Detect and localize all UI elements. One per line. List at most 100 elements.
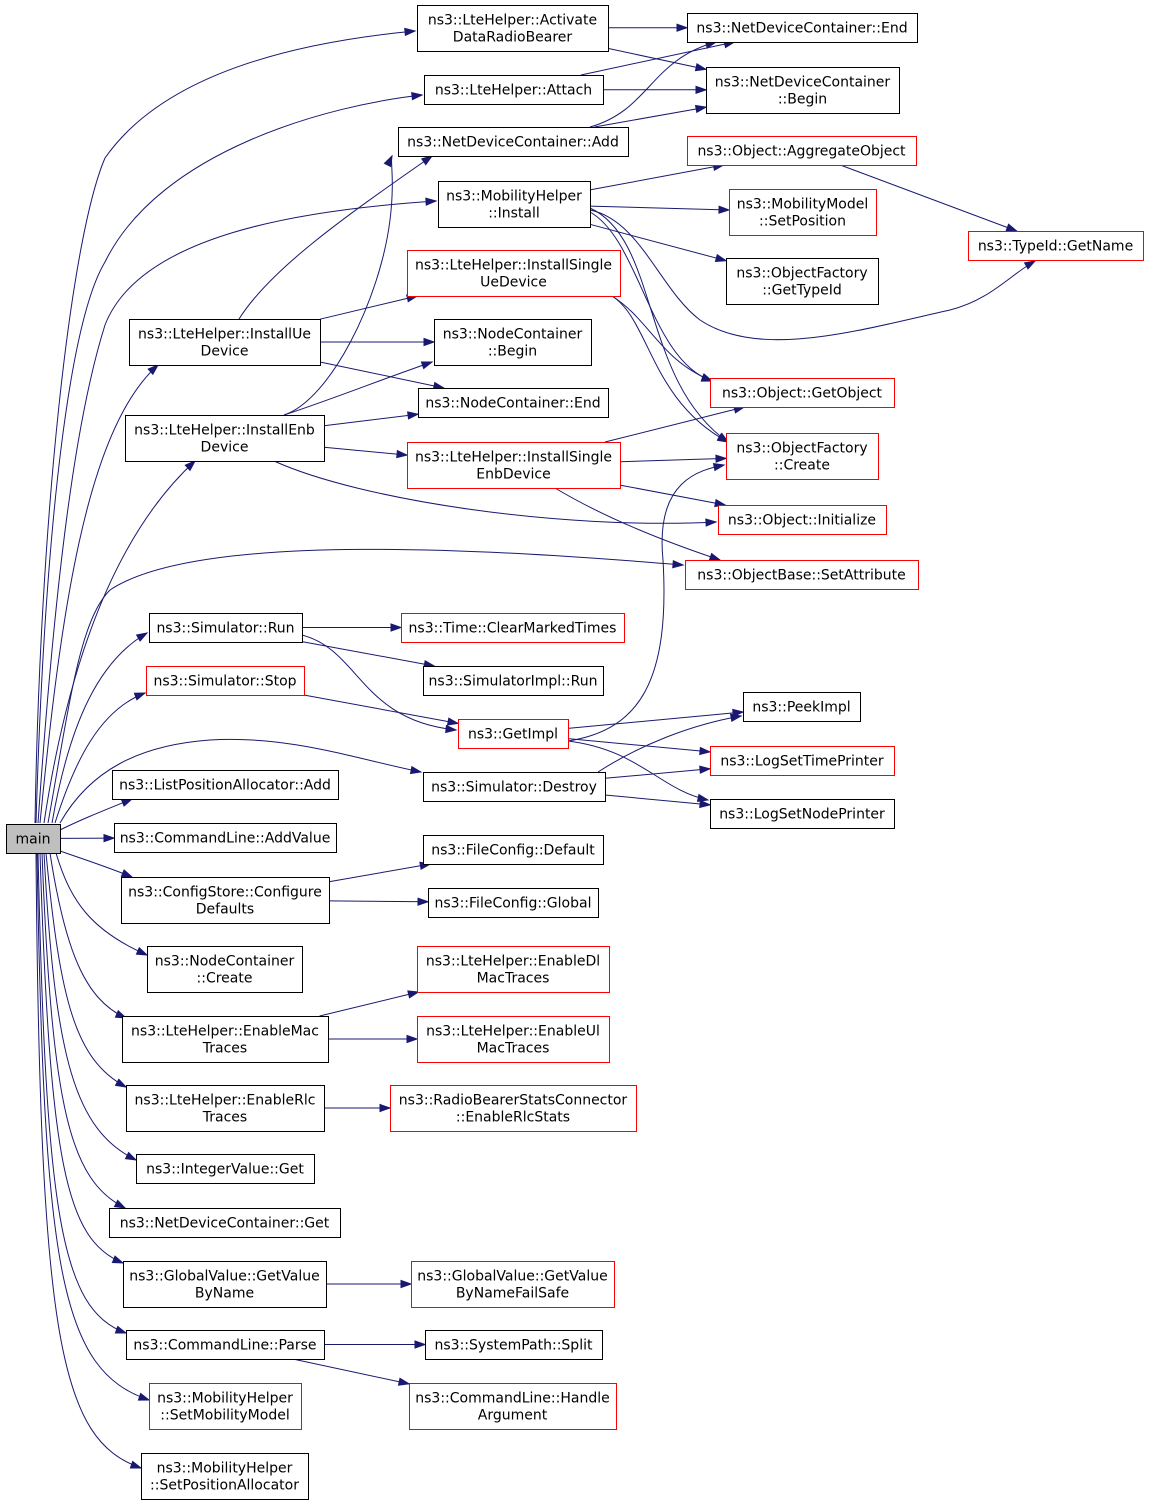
node-nc_end[interactable]: ns3::NodeContainer::End — [418, 388, 609, 418]
node-label-line: ns3::ObjectFactory — [736, 441, 867, 457]
node-box — [418, 388, 609, 418]
call-edge-getimpl-to-of_create — [567, 463, 726, 742]
node-nc_create[interactable]: ns3::NodeContainer::Create — [147, 946, 303, 993]
node-sp_split[interactable]: ns3::SystemPath::Split — [425, 1330, 603, 1360]
node-mh_setpa[interactable]: ns3::MobilityHelper::SetPositionAllocato… — [141, 1453, 309, 1500]
node-ndc_add[interactable]: ns3::NetDeviceContainer::Add — [398, 127, 629, 157]
node-nc_begin[interactable]: ns3::NodeContainer::Begin — [434, 319, 592, 366]
node-sim_stop[interactable]: ns3::Simulator::Stop — [146, 666, 305, 696]
node-cl_parse[interactable]: ns3::CommandLine::Parse — [126, 1330, 325, 1360]
node-cl_addvalue[interactable]: ns3::CommandLine::AddValue — [114, 823, 337, 853]
call-edge-isue-to-of_create — [611, 295, 730, 443]
node-ndc_end[interactable]: ns3::NetDeviceContainer::End — [687, 13, 918, 43]
node-ndc_begin[interactable]: ns3::NetDeviceContainer::Begin — [706, 67, 900, 114]
node-iv_get[interactable]: ns3::IntegerValue::Get — [136, 1154, 315, 1184]
node-mm_setpos[interactable]: ns3::MobilityModel::SetPosition — [729, 189, 877, 236]
node-sim_run[interactable]: ns3::Simulator::Run — [149, 613, 303, 643]
arrowhead-icon — [129, 1460, 143, 1469]
node-rbsc_rlc[interactable]: ns3::RadioBearerStatsConnector::EnableRl… — [390, 1085, 637, 1132]
call-edge-main-to-sim_stop — [54, 692, 147, 824]
edge-line — [597, 715, 742, 773]
edge-line — [604, 406, 745, 443]
edge-line — [319, 295, 418, 320]
arrowhead-icon — [1005, 223, 1019, 232]
arrowhead-icon — [420, 155, 434, 166]
edge-line — [589, 209, 1036, 341]
node-label-line: ns3::LteHelper::EnableUl — [426, 1024, 600, 1040]
edge-line — [55, 852, 148, 956]
node-time_clear[interactable]: ns3::Time::ClearMarkedTimes — [401, 613, 625, 643]
node-box — [409, 1383, 617, 1430]
node-attach[interactable]: ns3::LteHelper::Attach — [424, 75, 604, 105]
node-sim_destroy[interactable]: ns3::Simulator::Destroy — [423, 772, 606, 802]
node-logsetnode[interactable]: ns3::LogSetNodePrinter — [710, 799, 895, 829]
node-label-line: ::SetPositionAllocator — [150, 1478, 299, 1494]
node-obj_getobject[interactable]: ns3::Object::GetObject — [710, 378, 895, 408]
node-ndc_get[interactable]: ns3::NetDeviceContainer::Get — [109, 1208, 341, 1238]
arrowhead-icon — [383, 154, 393, 168]
arrowhead-icon — [133, 692, 147, 701]
node-getimpl[interactable]: ns3::GetImpl — [458, 719, 569, 749]
node-of_gettypeid[interactable]: ns3::ObjectFactory::GetTypeId — [726, 258, 879, 305]
edge-line — [554, 487, 721, 561]
call-edge-mob_install-to-of_gettypeid — [589, 223, 728, 263]
node-of_create[interactable]: ns3::ObjectFactory::Create — [726, 433, 879, 480]
node-agg[interactable]: ns3::Object::AggregateObject — [687, 136, 917, 166]
edge-line — [47, 548, 684, 824]
node-box — [390, 1085, 637, 1132]
node-peekimpl[interactable]: ns3::PeekImpl — [743, 692, 861, 722]
arrowhead-icon — [695, 85, 708, 95]
node-ob_setattr[interactable]: ns3::ObjectBase::SetAttribute — [685, 560, 919, 590]
node-mob_install[interactable]: ns3::MobilityHelper::Install — [438, 181, 591, 228]
call-edge-main-to-mob_install — [37, 197, 438, 824]
node-simimpl_run[interactable]: ns3::SimulatorImpl::Run — [423, 666, 604, 696]
node-box — [726, 433, 879, 480]
call-edge-main-to-sim_destroy — [59, 738, 423, 824]
node-typeid_getname[interactable]: ns3::TypeId::GetName — [968, 231, 1144, 261]
node-label-line: ns3::Object::AggregateObject — [697, 144, 906, 160]
call-edge-main-to-cl_parse — [37, 852, 128, 1334]
node-box — [401, 613, 625, 643]
arrowhead-icon — [184, 459, 197, 472]
call-edge-main-to-en_rlc — [45, 852, 128, 1088]
edge-line — [594, 106, 707, 128]
arrowhead-icon — [120, 869, 134, 878]
call-edge-cl_parse-to-sp_split — [324, 1340, 427, 1349]
node-logsettime[interactable]: ns3::LogSetTimePrinter — [710, 746, 895, 776]
edge-line — [273, 460, 717, 524]
node-obj_init[interactable]: ns3::Object::Initialize — [718, 505, 887, 535]
node-fc_default[interactable]: ns3::FileConfig::Default — [423, 835, 604, 865]
arrowhead-icon — [729, 713, 743, 722]
node-box — [147, 946, 303, 993]
node-box — [685, 560, 919, 590]
arrowhead-icon — [379, 1103, 392, 1113]
node-lpa_add[interactable]: ns3::ListPositionAllocator::Add — [112, 770, 339, 800]
edge-line — [611, 295, 729, 443]
node-label-line: ns3::ObjectFactory — [736, 266, 867, 282]
call-edge-sim_stop-to-getimpl — [303, 694, 460, 726]
call-edge-main-to-cs_configure — [59, 850, 134, 878]
node-label-line: ns3::NodeContainer::End — [425, 396, 600, 412]
node-label-line: ns3::FileConfig::Default — [431, 843, 595, 859]
arrowhead-icon — [1023, 260, 1037, 270]
call-edge-agg-to-typeid_getname — [840, 164, 1019, 232]
edge-line — [283, 361, 433, 416]
call-edge-main-to-lpa_add — [59, 798, 134, 831]
node-mh_setmm[interactable]: ns3::MobilityHelper::SetMobilityModel — [149, 1383, 302, 1430]
edge-line — [54, 692, 146, 824]
node-fc_global[interactable]: ns3::FileConfig::Global — [428, 888, 599, 918]
